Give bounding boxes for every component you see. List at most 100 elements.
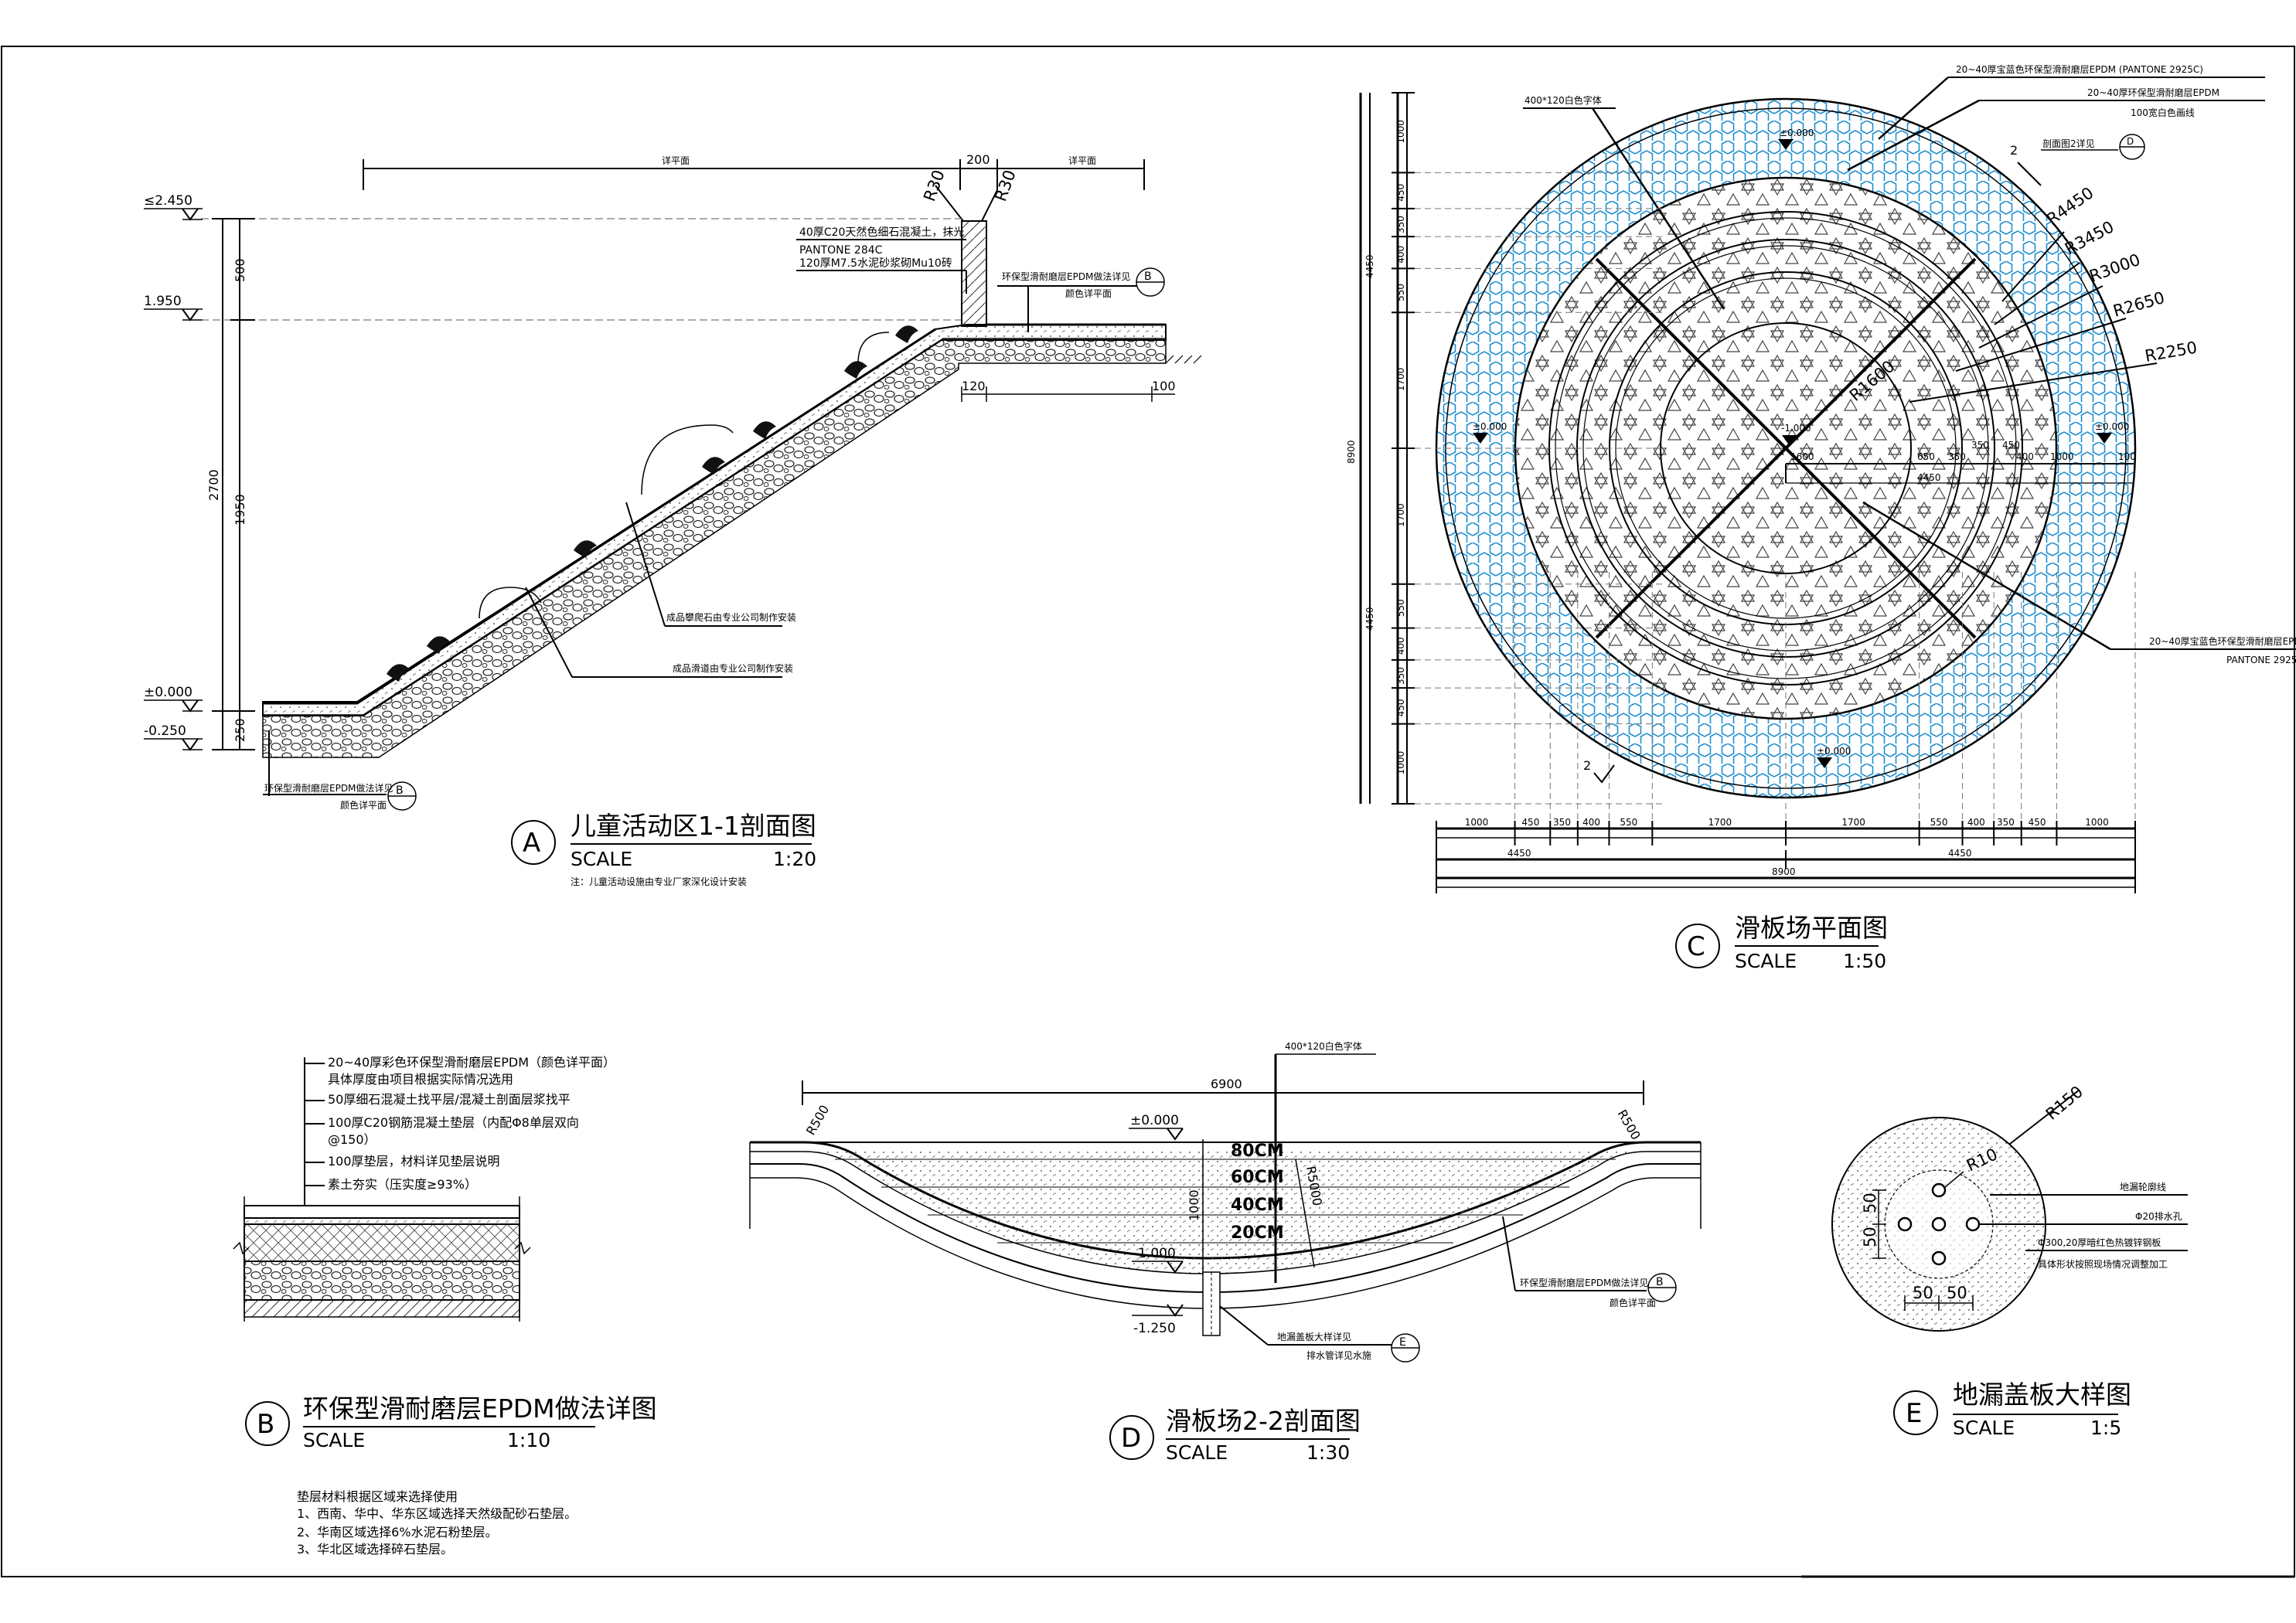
a-r30-right: R30	[991, 168, 1020, 204]
c-vtotal-bot: 4450	[1364, 607, 1375, 631]
a-ann-pantone: PANTONE 284C	[799, 244, 883, 257]
d-scale-word: SCALE	[1166, 1441, 1228, 1464]
c-hdim-2: 350	[1553, 817, 1571, 828]
c-level-right: ±0.000	[2095, 421, 2129, 432]
d-drain-level: -1.250	[1133, 1321, 1176, 1336]
d-scale: 1:30	[1306, 1441, 1350, 1464]
c-hdim-1: 450	[1521, 817, 1539, 828]
a-ann-brick: 120厚M7.5水泥砂浆砌Mu10砖	[799, 257, 952, 270]
a-note: 注：儿童活动设施由专业厂家深化设计安装	[571, 876, 747, 887]
a-level-1950: 1.950	[144, 294, 182, 309]
a-span-right: 详平面	[1068, 155, 1096, 166]
b-layer-6: 素土夯实（压实度≥93%）	[328, 1177, 477, 1192]
d-width: 6900	[1211, 1077, 1242, 1091]
c-letter: C	[1687, 931, 1705, 962]
c-hdim-9: 350	[1997, 817, 2015, 828]
e-dim-50d: 50	[1947, 1284, 1967, 1302]
a-ann-slide: 成品滑道由专业公司制作安装	[673, 662, 793, 674]
d-depth-dim: 1000	[1187, 1189, 1201, 1221]
c-dim-1600: 1600	[1790, 451, 1814, 462]
b-scale: 1:10	[507, 1429, 550, 1451]
c-vdim-2: 350	[1395, 216, 1406, 233]
b-note-3: 3、华北区域选择碎石垫层。	[297, 1542, 453, 1557]
a-dim-1950: 1950	[233, 494, 247, 526]
e-ann-2: Φ20排水孔	[2135, 1211, 2182, 1222]
c-section-ref: D	[2127, 136, 2134, 147]
d-depth-40: 40CM	[1231, 1196, 1284, 1215]
c-vdim-4: 550	[1395, 284, 1406, 301]
c-level-bottom: ±0.000	[1817, 746, 1851, 757]
b-note-0: 垫层材料根据区域来选择使用	[297, 1489, 458, 1504]
c-scale: 1:50	[1843, 950, 1886, 972]
c-title: 滑板场平面图	[1735, 913, 1888, 943]
a-r30-left: R30	[920, 168, 949, 204]
d-ann-epdm-color: 颜色详平面	[1610, 1297, 1656, 1308]
e-ann-4: 具体形状按照现场情况调整加工	[2038, 1258, 2168, 1270]
a-ref-b2: B	[396, 784, 404, 797]
e-ann-3: Φ300,20厚暗红色热镀锌钢板	[2038, 1237, 2161, 1248]
a-level-markers: ≤2.450 1.950 ±0.000 -0.250	[144, 193, 203, 751]
c-hdim-10: 450	[2029, 817, 2046, 828]
c-section-num-2: 2	[1583, 758, 1591, 773]
e-scale-word: SCALE	[1953, 1417, 2015, 1439]
a-title: 儿童活动区1-1剖面图	[571, 811, 816, 841]
d-r-left: R500	[803, 1102, 832, 1138]
a-scale: 1:20	[773, 848, 816, 870]
a-ref-b1: B	[1144, 270, 1152, 283]
d-ann-drain-ref: E	[1399, 1336, 1406, 1349]
panel-e-detail: R150 R10 50 50 50 50 地漏轮廓线 Φ20排水孔 Φ300,2…	[1831, 1082, 2188, 1439]
c-dim-4450-inner: 4450	[1917, 472, 1941, 483]
e-dim-50a: 50	[1861, 1193, 1879, 1213]
panel-a-section: 详平面 200 详平面 R30 R30 500 2700 1950 250 ≤2…	[144, 152, 1202, 887]
d-r-right: R500	[1615, 1108, 1644, 1143]
c-ann-left: 400*120白色字体	[1524, 94, 1602, 106]
c-vdim-8: 400	[1395, 637, 1406, 655]
e-title: 地漏盖板大样图	[1953, 1380, 2131, 1410]
c-vdim-6: 1700	[1395, 503, 1406, 527]
c-hdim-3: 400	[1582, 817, 1600, 828]
c-ann-bot1: 20~40厚宝蓝色环保型滑耐磨层EPDM	[2149, 636, 2296, 647]
a-dim-100: 100	[1152, 379, 1176, 393]
b-layer-0: 20~40厚彩色环保型滑耐磨层EPDM（颜色详平面）	[328, 1055, 615, 1070]
c-hdim-0: 1000	[1465, 817, 1489, 828]
c-scale-word: SCALE	[1735, 950, 1797, 972]
d-top-level: ±0.000	[1130, 1113, 1179, 1128]
b-layer-4: @150）	[328, 1132, 376, 1147]
a-ann-stone: 成品攀爬石由专业公司制作安装	[666, 611, 796, 623]
c-ann-top2: 20~40厚环保型滑耐磨层EPDM	[2087, 87, 2219, 98]
a-letter: A	[523, 828, 540, 859]
c-htotal-right: 4450	[1948, 848, 1972, 859]
c-hdim-6: 1700	[1841, 817, 1865, 828]
d-depth-20: 20CM	[1231, 1223, 1284, 1243]
e-letter: E	[1906, 1398, 1922, 1429]
c-horizontal-ticks	[1436, 572, 2136, 893]
c-hall: 8900	[1772, 866, 1796, 877]
c-hdim-4: 550	[1620, 817, 1637, 828]
a-climbing-stones	[387, 325, 918, 682]
a-dim-2700: 2700	[206, 469, 221, 501]
e-r150: R150	[2042, 1082, 2086, 1124]
c-r3450: R3450	[2062, 217, 2117, 258]
d-ann-font: 400*120白色字体	[1285, 1040, 1362, 1052]
b-layer-leaders	[305, 1063, 325, 1186]
d-ann-epdm-ref: B	[1656, 1276, 1664, 1288]
e-dim-50b: 50	[1861, 1227, 1879, 1247]
c-dim-400-inner: 400	[2016, 451, 2034, 462]
c-dim-1000: 1000	[2050, 451, 2074, 462]
c-dim-100: 100	[2118, 451, 2136, 462]
c-r2650: R2650	[2111, 288, 2167, 321]
b-letter: B	[257, 1409, 274, 1440]
b-note-1: 1、西南、华中、华东区域选择天然级配砂石垫层。	[297, 1506, 577, 1521]
a-ann-concrete: 40厚C20天然色细石混凝土，抹光	[799, 226, 964, 239]
c-dim-350-inner: 350	[1948, 451, 1966, 462]
d-depth-60: 60CM	[1231, 1168, 1284, 1187]
c-vtotal-all: 8900	[1346, 440, 1357, 464]
c-dim-650: 650	[1917, 451, 1935, 462]
c-ann-bot2: PANTONE 2925C	[2226, 655, 2296, 665]
d-title: 滑板场2-2剖面图	[1166, 1406, 1361, 1436]
c-dim-350: 350	[1971, 440, 1989, 451]
c-level-left: ±0.000	[1473, 421, 1507, 432]
a-dim-500: 500	[233, 258, 247, 282]
d-ann-drain-b: 排水管详见水施	[1306, 1349, 1371, 1361]
d-ann-drain: 地漏盖板大样详见	[1277, 1331, 1351, 1342]
